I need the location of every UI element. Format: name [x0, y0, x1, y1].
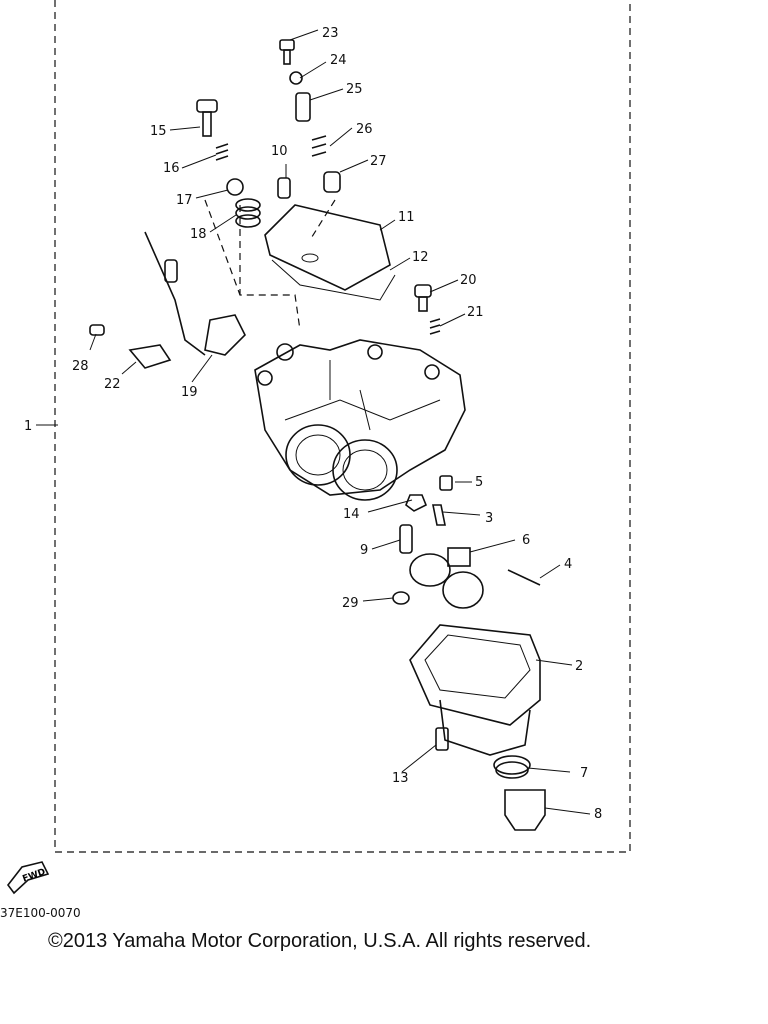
callout-24: 24 [330, 53, 347, 68]
fwd-arrow-icon: FWD [6, 861, 50, 895]
callout-20: 20 [460, 273, 477, 288]
callout-16: 16 [163, 161, 180, 176]
callout-4: 4 [564, 557, 572, 572]
small-parts [89, 39, 546, 831]
copyright-notice: ©2013 Yamaha Motor Corporation, U.S.A. A… [48, 930, 592, 952]
callout-6: 6 [522, 533, 530, 548]
callout-22: 22 [104, 377, 121, 392]
callout-14: 14 [343, 507, 360, 522]
callout-1: 1 [24, 419, 32, 434]
carburetor-body [254, 339, 466, 501]
callout-3: 3 [485, 511, 493, 526]
callout-11: 11 [398, 210, 415, 225]
callout-23: 23 [322, 26, 339, 41]
float [409, 547, 484, 609]
callout-19: 19 [181, 385, 198, 400]
callout-10: 10 [271, 144, 288, 159]
top-cover [264, 204, 396, 301]
figure-ref-code: 37E100-0070 [0, 906, 81, 920]
callout-27: 27 [370, 154, 387, 169]
callout-18: 18 [190, 227, 207, 242]
callout-8: 8 [594, 807, 602, 822]
callout-9: 9 [360, 543, 368, 558]
fwd-label: FWD [21, 867, 47, 884]
assembly-boundary [54, 0, 631, 853]
callout-labels: 1 2 3 4 5 6 7 8 9 10 11 12 13 14 15 16 1… [24, 26, 602, 822]
callout-28: 28 [72, 359, 89, 374]
callout-2: 2 [575, 659, 583, 674]
callout-7: 7 [580, 766, 588, 781]
float-bowl [409, 624, 541, 775]
callout-12: 12 [412, 250, 429, 265]
callout-15: 15 [150, 124, 167, 139]
callout-leaders [89, 29, 591, 815]
callout-25: 25 [346, 82, 363, 97]
callout-17: 17 [176, 193, 193, 208]
callout-26: 26 [356, 122, 373, 137]
callout-5: 5 [475, 475, 483, 490]
callout-21: 21 [467, 305, 484, 320]
callout-13: 13 [392, 771, 409, 786]
callout-29: 29 [342, 596, 359, 611]
